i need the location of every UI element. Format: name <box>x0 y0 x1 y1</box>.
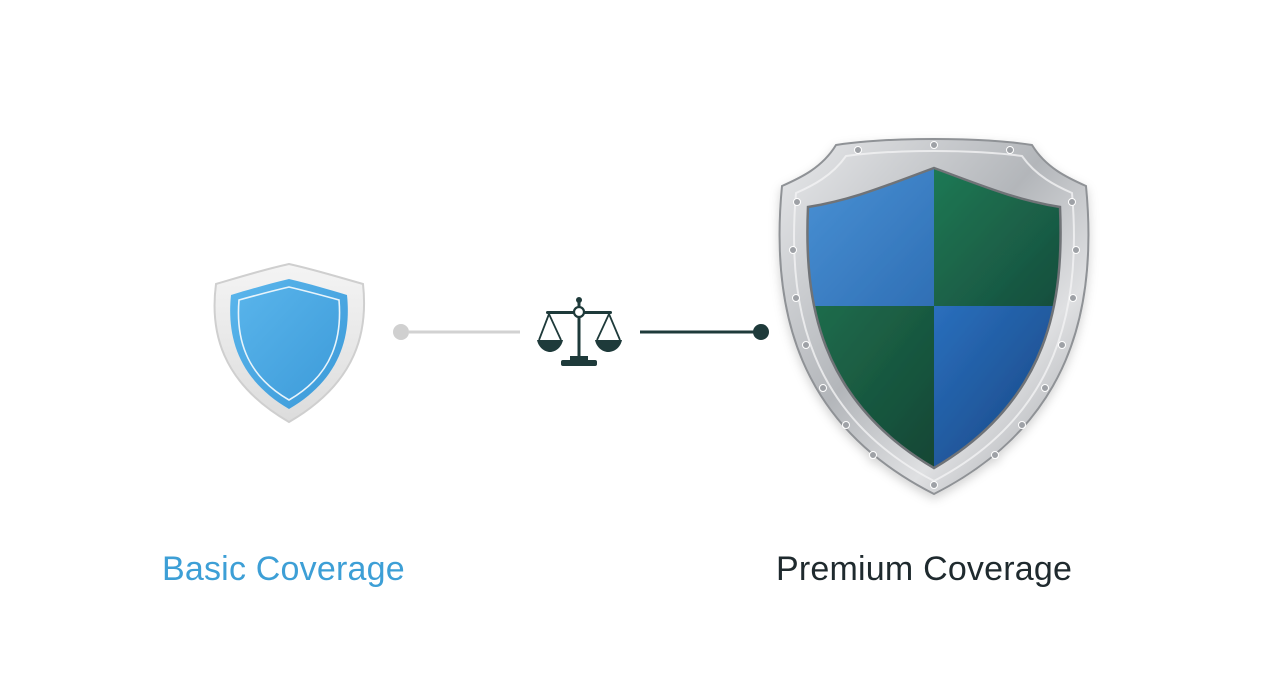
basic-connector <box>393 324 520 340</box>
basic-coverage-label: Basic Coverage <box>162 550 405 588</box>
premium-coverage-label: Premium Coverage <box>776 550 1073 588</box>
small-shield-icon <box>213 262 366 424</box>
premium-connector <box>640 324 769 340</box>
armored-shield-icon <box>778 137 1090 496</box>
balance-scale-icon <box>537 297 622 366</box>
